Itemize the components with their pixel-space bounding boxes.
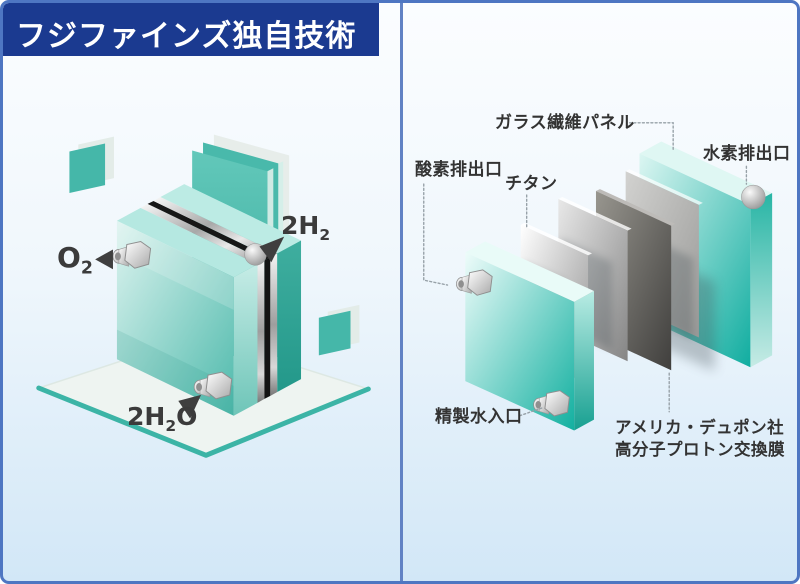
floating-square-top-left	[69, 136, 114, 194]
leader-glass-fiber	[628, 122, 674, 152]
label-purified-water-inlet: 精製水入口	[435, 407, 523, 427]
oxygen-flow-arrow-icon	[95, 249, 113, 270]
cell-block	[116, 184, 302, 416]
right-exploded-stack-illustration	[423, 122, 773, 431]
oxygen-outlet-nozzle-icon	[455, 269, 493, 296]
leader-lines	[423, 122, 748, 417]
label-hydrogen-outlet: 水素排出口	[703, 144, 791, 164]
left-exploded-cell-illustration	[36, 134, 371, 458]
water-flow-arrow-icon	[178, 394, 202, 419]
membrane-label-line2: 高分子プロトン交換膜	[615, 440, 785, 460]
water-base: 2H	[127, 402, 166, 431]
membrane-label-line1: アメリカ・デュポン社	[615, 418, 785, 437]
page-title: フジファインズ独自技術	[3, 3, 379, 56]
hydrogen-flow-arrow-icon	[259, 236, 285, 263]
label-water: 2H2O	[127, 402, 197, 435]
hydrogen-sub: 2	[319, 226, 331, 244]
leader-oxygen-outlet	[423, 183, 449, 286]
hydrogen-outlet-sphere	[741, 184, 766, 210]
label-proton-exchange-membrane: アメリカ・デュポン社 高分子プロトン交換膜	[615, 417, 785, 462]
hydrogen-base: 2H	[281, 211, 320, 240]
diagram-canvas	[36, 122, 773, 458]
water-suffix: O	[176, 402, 198, 431]
label-oxygen-outlet: 酸素排出口	[415, 160, 503, 180]
label-titanium: チタン	[505, 174, 558, 194]
label-oxygen-gas: O2	[57, 241, 93, 279]
panel-divider	[400, 3, 403, 581]
floating-square-mid-right	[318, 304, 360, 356]
label-hydrogen-gas: 2H2	[281, 211, 330, 244]
oxygen-base: O	[57, 241, 81, 274]
glass-fiber-panel-front	[465, 241, 594, 431]
label-glass-fiber-panel: ガラス繊維パネル	[495, 113, 635, 133]
oxygen-sub: 2	[80, 258, 93, 279]
leader-water-inlet	[519, 407, 544, 417]
water-sub: 2	[165, 417, 177, 435]
